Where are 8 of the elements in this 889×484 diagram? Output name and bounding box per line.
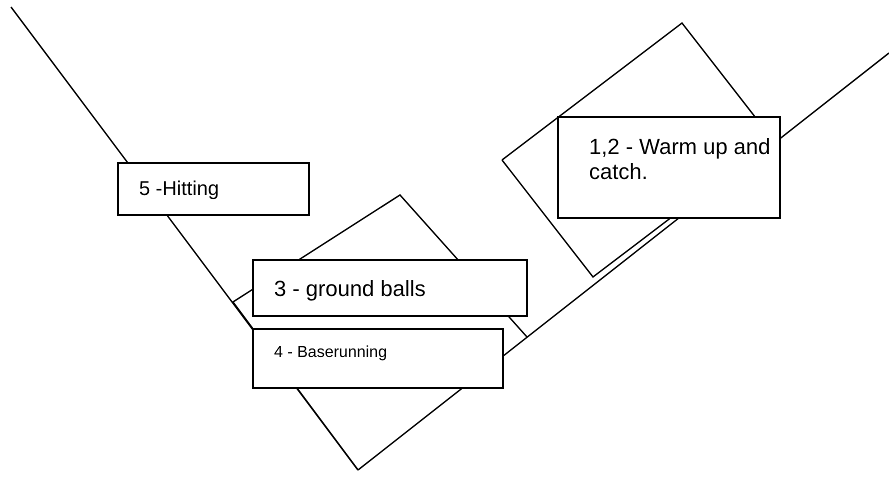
station-label: 5 -Hitting bbox=[139, 178, 220, 201]
station-label: 4 - Baserunning bbox=[274, 344, 388, 362]
station-box bbox=[252, 259, 528, 317]
station-label: 1,2 - Warm up and catch. bbox=[589, 134, 772, 185]
station-box bbox=[252, 328, 504, 389]
station-box bbox=[117, 162, 310, 216]
station-label: 3 - ground balls bbox=[274, 276, 427, 302]
station-box bbox=[557, 116, 781, 219]
